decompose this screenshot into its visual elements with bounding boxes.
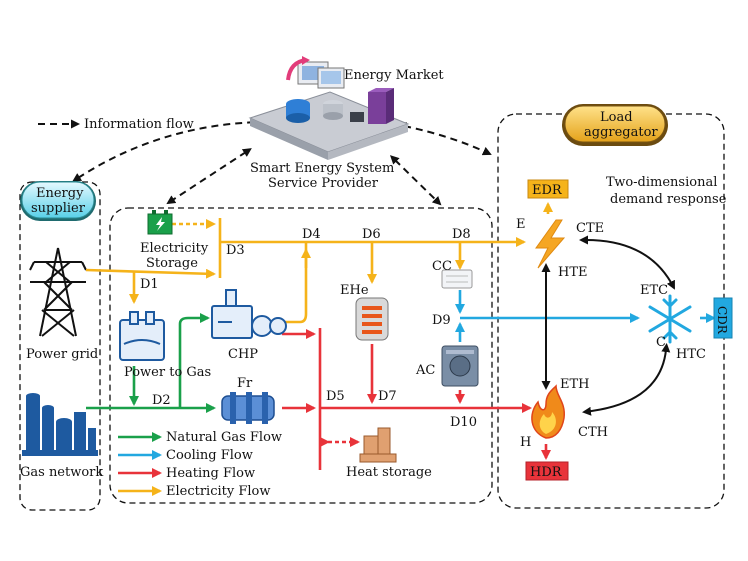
power-to-gas-label: Power to Gas [124, 365, 211, 380]
energy-market-label: Energy Market [344, 68, 444, 83]
d8-label: D8 [452, 227, 471, 242]
d7-label: D7 [378, 389, 397, 404]
electric-node-lightning-icon [535, 219, 566, 269]
supplier-region [19, 181, 101, 511]
htc-label: HTC [676, 347, 706, 362]
service-provider-label-2: Service Provider [268, 176, 379, 191]
electricity-storage-battery-icon [147, 210, 173, 235]
hte-label: HTE [558, 265, 588, 280]
electricity-storage-label-2: Storage [146, 256, 198, 271]
gas-network-icon [22, 393, 98, 456]
ac-chiller-icon [441, 345, 479, 387]
electricity-storage-label-1: Electricity [140, 241, 209, 256]
edr-label: EDR [532, 183, 563, 198]
d2-label: D2 [152, 393, 171, 408]
heat-storage-label: Heat storage [346, 465, 432, 480]
h-node-label: H [520, 435, 531, 450]
load-aggregator-label-2: aggregator [584, 125, 658, 140]
d10-label: D10 [450, 415, 477, 430]
chp-icon [211, 289, 287, 339]
gas-flow-lines [86, 313, 216, 413]
cc-label: CC [432, 259, 452, 274]
info-flow-provider-storage [166, 148, 252, 205]
load-aggregator-badge [562, 104, 668, 146]
energy-market-platform-icon [248, 56, 410, 160]
hdr-label: HDR [530, 465, 563, 480]
flow-legend: Natural Gas Flow Cooling Flow Heating Fl… [118, 430, 282, 499]
information-flow-label: Information flow [84, 117, 194, 132]
legend-cooling-label: Cooling Flow [166, 448, 253, 463]
energy-supplier-label-1: Energy [36, 186, 84, 201]
electricity-flow-lines [85, 218, 526, 324]
fr-turbine-icon [221, 392, 275, 424]
power-to-gas-icon [119, 311, 165, 361]
coupling-c-h-arrow [582, 343, 671, 416]
ac-label: AC [415, 363, 435, 378]
d6-label: D6 [362, 227, 381, 242]
ehe-heater-icon [355, 297, 389, 341]
d5-label: D5 [326, 389, 345, 404]
load-aggregator-label-1: Load [600, 110, 633, 125]
energy-supplier-label-2: supplier [31, 201, 86, 216]
heating-node-flame-icon [531, 384, 565, 439]
d4-label: D4 [302, 227, 321, 242]
cth-label: CTH [578, 425, 608, 440]
power-grid-tower-icon [29, 247, 87, 337]
cooling-node-snowflake-icon [648, 294, 692, 344]
eth-label: ETH [560, 377, 590, 392]
heat-storage-icon [359, 427, 397, 463]
e-node-label: E [516, 217, 526, 232]
aggregator-region [497, 113, 725, 509]
power-grid-label: Power grid [26, 347, 98, 362]
cc-chiller-icon [441, 269, 473, 289]
cdr-badge [713, 297, 733, 339]
chp-label: CHP [228, 347, 258, 362]
edr-badge [527, 179, 569, 199]
legend-heating-label: Heating Flow [166, 466, 255, 481]
cdr-label: CDR [715, 306, 729, 335]
c-node-label: C [656, 335, 666, 350]
d1-label: D1 [140, 277, 159, 292]
two-dimensional-label-1: Two-dimensional [606, 175, 717, 190]
gas-network-label: Gas network [20, 465, 103, 480]
energy-supplier-badge [20, 181, 96, 221]
info-flow-market-aggregator [397, 122, 492, 156]
ehe-label: EHe [340, 283, 369, 298]
heating-flow-lines [282, 328, 551, 470]
etc-label: ETC [640, 283, 668, 298]
cte-label: CTE [576, 221, 604, 236]
info-flow-provider-region [389, 155, 442, 206]
legend-gas-label: Natural Gas Flow [166, 430, 282, 445]
info-flow-supplier-market [72, 117, 262, 182]
fr-label: Fr [237, 376, 253, 391]
coupling-e-c-arrow [579, 235, 675, 290]
two-dimensional-label-2: demand response [610, 192, 727, 207]
hdr-badge [525, 461, 569, 481]
provider-region [109, 207, 493, 504]
service-provider-label-1: Smart Energy System [250, 161, 394, 176]
d9-label: D9 [432, 313, 451, 328]
legend-electricity-label: Electricity Flow [166, 484, 271, 499]
d3-label: D3 [226, 243, 245, 258]
